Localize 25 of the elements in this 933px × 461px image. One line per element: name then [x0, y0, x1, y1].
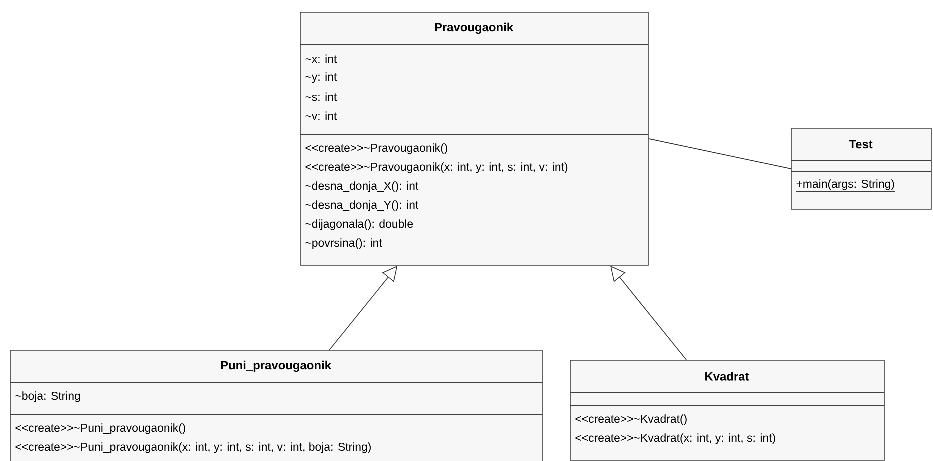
class-box — [790, 128, 932, 210]
attribute-text: ~s: int — [306, 92, 338, 102]
method-text: ~desna_donja_X(): int — [306, 182, 419, 192]
attribute-text: ~x: int — [306, 54, 338, 64]
class-name: Test — [849, 140, 873, 149]
method-text: ~dijagonala(): double — [306, 220, 414, 230]
method-text: <<create>>~Pravougaonik(x: int, y: int, s: int, v: int) — [306, 162, 568, 174]
method-text: ~desna_donja_Y(): int — [306, 200, 419, 212]
method-text: +main(args: String) — [796, 180, 896, 192]
class-name: Kvadrat — [706, 372, 750, 381]
association-line — [648, 138, 792, 170]
method-text: <<create>>~Pravougaonik() — [306, 144, 448, 154]
method-text: <<create>>~Puni_pravougaonik() — [16, 424, 186, 434]
class-name: Pravougaonik — [435, 22, 514, 34]
method-text: <<create>>~Kvadrat() — [576, 414, 687, 426]
class-box — [300, 12, 649, 266]
method-text: ~povrsina(): int — [306, 238, 382, 250]
attribute-text: ~v: int — [306, 112, 338, 120]
method-text: <<create>>~Kvadrat(x: int, y: int, s: int) — [576, 434, 776, 444]
method-text: <<create>>~Puni_pravougaonik(x: int, y: int, s: int, v: int, boja: String) — [16, 442, 371, 454]
class-box — [10, 350, 543, 461]
attribute-text: ~y: int — [306, 72, 338, 84]
class-name: Puni_pravougaonik — [221, 360, 332, 372]
attribute-text: ~boja: String — [16, 392, 80, 402]
class-box — [570, 360, 885, 461]
